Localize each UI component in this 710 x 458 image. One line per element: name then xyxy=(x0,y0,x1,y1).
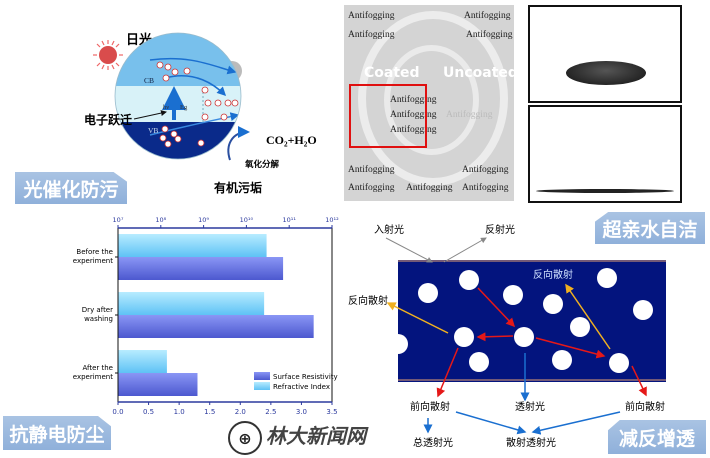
top-x-tick-label: 10¹¹ xyxy=(282,216,296,224)
lens-outline xyxy=(358,11,508,186)
top-x-tick-label: 10¹⁰ xyxy=(240,216,254,224)
antifog-text: Antifogging xyxy=(466,30,513,40)
top-x-tick-label: 10⁷ xyxy=(113,216,124,224)
x-tick-label: 1.5 xyxy=(204,408,215,415)
x-tick-label: 0.5 xyxy=(143,408,154,415)
light-scattering-diagram: 入射光 反射光 反向散射 反向散射 前向散射 透射光 前向散射 总透射光 散射透… xyxy=(348,223,666,449)
bar-surface-resistivity xyxy=(118,257,284,280)
y-tick-label: experiment xyxy=(73,257,113,265)
badge-superhydrophilic-self-cleaning: 超亲水自洁 xyxy=(595,212,705,244)
antifog-text: Antifogging xyxy=(348,165,395,175)
top-x-tick-label: 10⁹ xyxy=(198,216,209,224)
badge-antistatic-dustproof: 抗静电防尘 xyxy=(3,416,111,450)
top-x-tick-label: 10¹² xyxy=(325,216,339,224)
antifog-text: Antifogging xyxy=(462,165,509,175)
contact-angle-coated xyxy=(528,105,682,203)
legend-swatch xyxy=(254,382,270,390)
antifog-text: Antifogging xyxy=(390,95,437,105)
x-tick-label: 2.0 xyxy=(235,408,246,415)
sun-icon xyxy=(93,40,123,70)
scattered-transmitted-label: 散射透射光 xyxy=(506,436,556,449)
antifog-text: Antifogging xyxy=(348,11,395,21)
nanoparticles xyxy=(388,268,653,373)
electron-transition-label: 电子跃迁 xyxy=(84,112,132,127)
x-tick-label: 1.0 xyxy=(174,408,185,415)
badge-photocatalytic-antifouling: 光催化防污 xyxy=(15,172,127,204)
antifog-text-fogged: Antifogging xyxy=(446,110,493,120)
x-tick-label: 2.5 xyxy=(265,408,276,415)
watermark-logo: ⊕ xyxy=(228,421,262,455)
back-scatter-arrow xyxy=(565,283,611,350)
bar-surface-resistivity xyxy=(118,373,198,396)
bar-refractive-index xyxy=(118,350,167,373)
organic-fouling-label: 有机污垢 xyxy=(214,180,262,195)
total-transmitted-label: 总透射光 xyxy=(413,436,453,449)
contact-angle-uncoated xyxy=(528,5,682,103)
bar-refractive-index xyxy=(118,292,265,315)
legend-label: Refractive Index xyxy=(273,383,330,391)
water-droplet xyxy=(566,61,646,85)
forward-scatter-label-right: 前向散射 xyxy=(625,400,665,413)
y-tick-label: washing xyxy=(84,315,113,323)
antifog-text: Antifogging xyxy=(462,183,509,193)
antifog-text: Antifogging xyxy=(390,110,437,120)
products-label: CO₂+H₂O xyxy=(266,133,317,147)
vb-label: VB xyxy=(148,126,158,135)
legend-label: Surface Resistivity xyxy=(273,373,338,381)
back-scatter-arrow xyxy=(386,302,449,334)
back-scatter-label-inner: 反向散射 xyxy=(533,268,573,281)
watermark-text: 林大新闻网 xyxy=(266,424,366,448)
y-tick-label: Before the xyxy=(76,248,113,256)
incident-light-label: 入射光 xyxy=(374,223,404,236)
scatter-arrows-red xyxy=(436,287,647,398)
badge-antireflection: 减反增透 xyxy=(608,420,706,454)
coated-highlight-box xyxy=(349,84,427,148)
antifog-photo: Antifogging Antifogging Antifogging Anti… xyxy=(344,5,514,201)
reflected-arrow xyxy=(443,237,487,263)
coated-label: Coated xyxy=(364,65,420,81)
back-scatter-label-outer: 反向散射 xyxy=(348,294,388,307)
top-x-tick-label: 10⁸ xyxy=(155,216,166,224)
antifog-text: Antifogging xyxy=(348,30,395,40)
reflected-light-label: 反射光 xyxy=(485,223,515,236)
antifog-text: Antifogging xyxy=(348,183,395,193)
y-tick-label: After the xyxy=(82,364,113,372)
photocatalysis-diagram: 日光 CB VB hν Eg 电子跃迁 CO₂+H₂O 氧化分解 有机污垢 xyxy=(84,32,317,195)
x-tick-label: 3.0 xyxy=(296,408,307,415)
transmitted-light-label: 透射光 xyxy=(515,400,545,413)
semiconductor-sphere xyxy=(115,33,241,159)
bar-refractive-index xyxy=(118,234,267,257)
antifog-text: Antifogging xyxy=(464,11,511,21)
incident-arrow xyxy=(385,237,433,263)
y-tick-label: experiment xyxy=(73,373,113,381)
cb-label: CB xyxy=(144,76,154,85)
forward-scatter-label-left: 前向散射 xyxy=(410,400,450,413)
bar-surface-resistivity xyxy=(118,315,314,338)
oxidation-label: 氧化分解 xyxy=(244,159,280,170)
oxidation-arrow xyxy=(227,126,250,161)
x-tick-label: 3.5 xyxy=(326,408,337,415)
antifog-text: Antifogging xyxy=(390,125,437,135)
y-tick-label: Dry after xyxy=(82,306,113,314)
spread-water-film xyxy=(536,189,674,193)
uncoated-label: Uncoated xyxy=(443,65,514,81)
x-tick-label: 0.0 xyxy=(112,408,123,415)
legend-swatch xyxy=(254,372,270,380)
eg-label: Eg xyxy=(180,104,188,111)
antifog-text: Antifogging xyxy=(406,183,453,193)
hv-label: hν xyxy=(163,104,169,111)
